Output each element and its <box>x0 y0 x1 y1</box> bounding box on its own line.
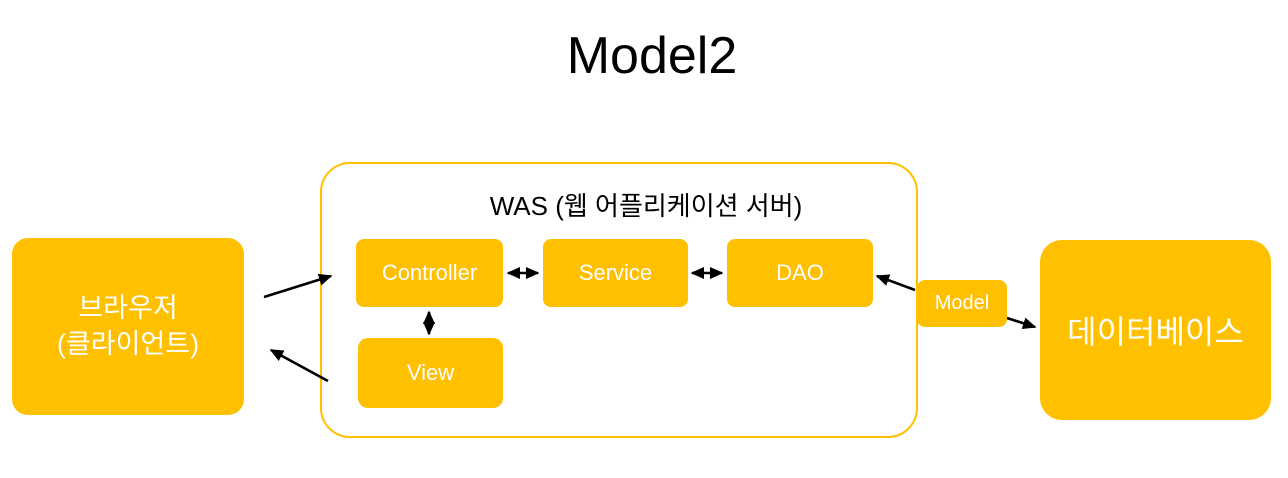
browser-label-line2: (클라이언트) <box>56 328 200 359</box>
arrow-model-to-database <box>1006 316 1037 330</box>
service-label: Service <box>578 260 653 285</box>
controller-label: Controller <box>381 260 478 285</box>
browser-label-line1: 브라우저 <box>78 292 178 323</box>
was-container-label: WAS (웹 어플리케이션 서버) <box>489 191 803 221</box>
dao-node: DAO <box>727 239 873 307</box>
diagram-title: Model2 <box>566 27 738 85</box>
model-node: Model <box>917 280 1007 327</box>
database-label: 데이터베이스 <box>1067 314 1244 350</box>
controller-node: Controller <box>356 239 503 307</box>
browser-node: 브라우저 (클라이언트) <box>12 238 244 415</box>
view-node: View <box>358 338 503 408</box>
database-node: 데이터베이스 <box>1040 240 1271 420</box>
service-node: Service <box>543 239 688 307</box>
dao-label: DAO <box>776 260 824 285</box>
model-label: Model <box>934 292 990 314</box>
view-label: View <box>406 360 455 385</box>
